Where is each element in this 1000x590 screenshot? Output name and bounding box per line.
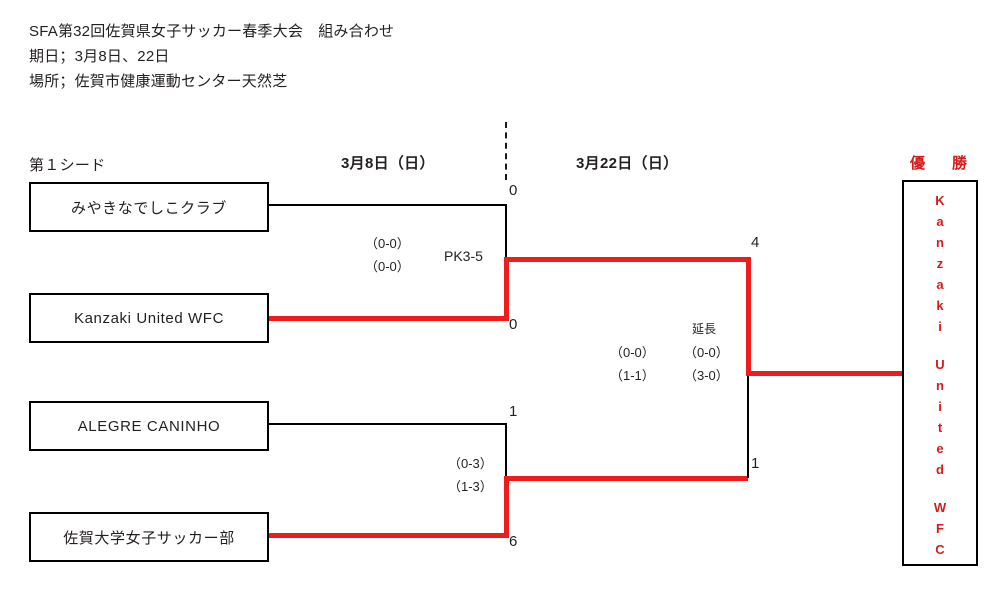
team-name: 佐賀大学女子サッカー部 xyxy=(63,529,235,547)
score-semifinal-2-bottom: 6 xyxy=(509,533,518,550)
team-name: Kanzaki United WFC xyxy=(73,309,224,327)
score-final-top: 4 xyxy=(751,234,760,251)
score-semifinal-1-top: 0 xyxy=(509,182,518,199)
day-divider-dashed-line xyxy=(505,122,507,180)
score-semifinal-1-bottom: 0 xyxy=(509,316,518,333)
team-box-kanzaki[interactable]: Kanzaki United WFC xyxy=(29,293,269,343)
score-semifinal-2-top: 1 xyxy=(509,403,518,420)
score-final-bottom: 1 xyxy=(751,455,760,472)
semifinal-1-penalty-score: PK3-5 xyxy=(444,248,483,264)
final-date-label: 3月22日（日） xyxy=(576,155,679,172)
final-extra-time-scores: （0-0） （3-0） xyxy=(684,345,729,383)
team-name: みやきなでしこクラブ xyxy=(70,199,227,217)
bracket-line-miyaki xyxy=(269,204,507,206)
team-name: ALEGRE CANINHO xyxy=(77,417,221,435)
final-extra-time-label: 延長 xyxy=(692,322,717,336)
bracket-line-semifinal-1-to-final xyxy=(504,257,748,262)
bracket-join-final-winner xyxy=(746,257,751,373)
event-date-line: 期日；3月8日、22日 xyxy=(29,48,170,65)
final-regulation-scores: （0-0） （1-1） xyxy=(610,345,655,383)
champion-box[interactable] xyxy=(902,180,978,566)
page-title: SFA第32回佐賀県女子サッカー春季大会 組み合わせ xyxy=(29,23,395,40)
seed-label: 第１シード xyxy=(29,157,106,174)
team-box-miyaki[interactable]: みやきなでしこクラブ xyxy=(29,182,269,232)
bracket-line-semifinal-2-to-final xyxy=(504,476,748,481)
champion-heading: 優 勝 xyxy=(910,155,974,172)
bracket-line-saga-university-winner xyxy=(269,533,509,538)
document-header: SFA第32回佐賀県女子サッカー春季大会 組み合わせ 期日；3月8日、22日 場… xyxy=(29,19,729,94)
bracket-line-final-to-champion xyxy=(746,371,904,376)
bracket-line-alegre xyxy=(269,423,507,425)
semifinal-2-period-scores: （0-3） （1-3） xyxy=(448,456,493,494)
event-venue-line: 場所；佐賀市健康運動センター天然芝 xyxy=(29,73,288,90)
bracket-join-final-runnerup xyxy=(747,373,749,478)
semifinal-1-period-scores: （0-0） （0-0） xyxy=(365,236,410,274)
bracket-line-kanzaki-winner xyxy=(269,316,509,321)
bracket-join-semifinal-2-winner xyxy=(504,476,509,538)
bracket-join-semifinal-1-winner xyxy=(504,257,509,321)
bracket-join-semifinal-2 xyxy=(505,423,507,481)
team-box-saga-university[interactable]: 佐賀大学女子サッカー部 xyxy=(29,512,269,562)
round1-date-label: 3月8日（日） xyxy=(341,155,435,172)
team-box-alegre[interactable]: ALEGRE CANINHO xyxy=(29,401,269,451)
